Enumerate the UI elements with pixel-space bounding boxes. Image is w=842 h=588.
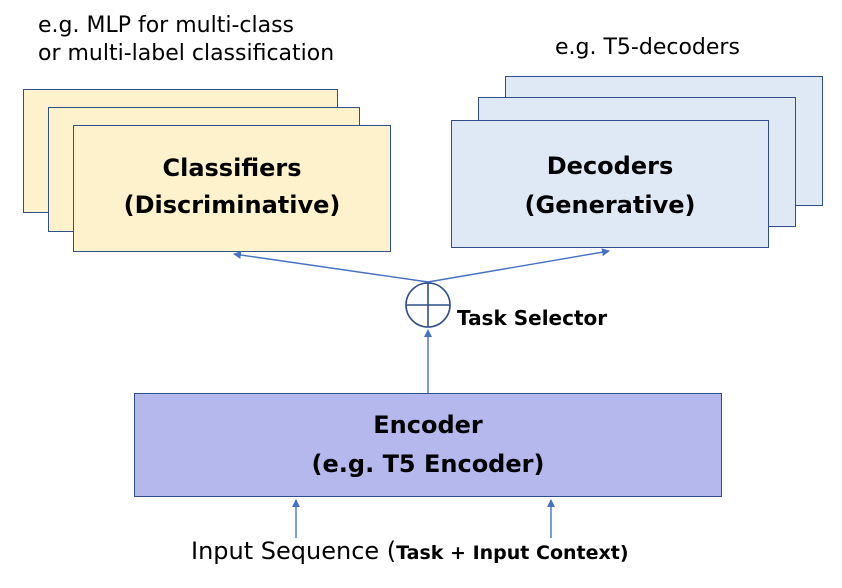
task-selector-label: Task Selector: [457, 306, 608, 330]
decoder-note: e.g. T5-decoders: [555, 35, 740, 60]
classifier-note-line2: or multi-label classification: [38, 41, 335, 66]
classifiers-subtitle: (Discriminative): [123, 191, 341, 219]
decoders-box: Decoders (Generative): [451, 120, 769, 248]
selector-to-decoders-arrow: [427, 248, 610, 283]
input-sequence-label: Input Sequence (Task + Input Context): [191, 537, 629, 565]
task-selector-symbol: [405, 282, 451, 328]
encoder-box: Encoder (e.g. T5 Encoder): [134, 393, 722, 497]
selector-to-classifiers-arrow: [233, 251, 429, 283]
input-sequence-context: Task + Input Context): [396, 542, 629, 564]
input-sequence-prefix: Input Sequence (: [191, 537, 397, 565]
classifiers-title: Classifiers: [162, 154, 302, 182]
classifier-note-line1: e.g. MLP for multi-class: [38, 13, 294, 38]
decoders-subtitle: (Generative): [524, 191, 696, 219]
classifiers-box: Classifiers (Discriminative): [73, 125, 391, 252]
classifier-note: e.g. MLP for multi-class or multi-label …: [38, 12, 334, 68]
encoder-title: Encoder: [373, 411, 483, 439]
encoder-subtitle: (e.g. T5 Encoder): [311, 450, 545, 478]
decoders-title: Decoders: [546, 152, 674, 180]
